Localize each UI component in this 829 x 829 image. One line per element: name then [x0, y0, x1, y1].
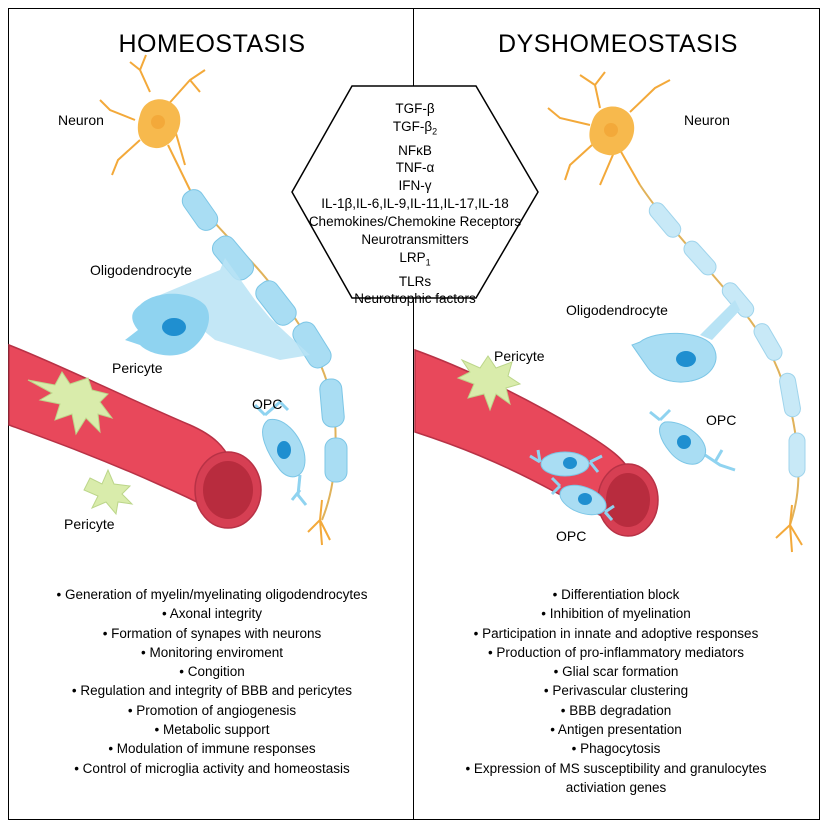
- opc-left: [253, 399, 308, 506]
- axon-terminal-right: [775, 504, 803, 553]
- factor-neurotransmitters: Neurotransmitters: [361, 232, 469, 248]
- dyshomeostasis-functions: • Differentiation block • Inhibition of …: [418, 585, 814, 797]
- factor-tnf: TNF-α: [395, 160, 435, 176]
- factor-tgf-beta2: TGF-β2: [392, 118, 438, 137]
- label-opc-right-upper: OPC: [706, 412, 737, 428]
- dyshomeostasis-item: • Perivascular clustering: [543, 683, 689, 699]
- neuron-left: [99, 54, 206, 191]
- pericyte-left-top: [27, 371, 114, 436]
- homeostasis-item: • Generation of myelin/myelinating oligo…: [56, 587, 368, 602]
- homeostasis-item: • Congition: [179, 664, 245, 680]
- dyshomeostasis-item: • Expression of MS susceptibility and gr…: [465, 760, 767, 795]
- factor-nfkb: NFκB: [398, 142, 432, 158]
- neuron-left-nucleus: [151, 115, 165, 129]
- dyshomeostasis-item: • Differentiation block: [552, 587, 680, 602]
- myelin-left: [181, 189, 348, 483]
- homeostasis-item: • Axonal integrity: [161, 606, 263, 622]
- dyshomeostasis-item: • Antigen presentation: [550, 722, 682, 738]
- dyshomeostasis-item: • BBB degradation: [560, 702, 672, 718]
- oligodendrocyte-right: [631, 300, 740, 383]
- homeostasis-item: • Promotion of angiogenesis: [127, 702, 297, 718]
- label-neuron-left: Neuron: [58, 112, 104, 128]
- neuron-right-nucleus: [604, 123, 618, 137]
- cytokine-hexagon: [291, 85, 539, 299]
- label-oligodendrocyte-left: Oligodendrocyte: [90, 262, 192, 278]
- label-pericyte-left-bottom: Pericyte: [64, 516, 115, 532]
- homeostasis-item: • Control of microglia activity and home…: [74, 760, 350, 776]
- label-pericyte-left-top: Pericyte: [112, 360, 163, 376]
- label-pericyte-right: Pericyte: [494, 348, 545, 364]
- neuron-right: [547, 71, 671, 186]
- pericyte-left-bottom: [83, 468, 134, 516]
- factor-interleukins: IL-1β,IL-6,IL-9,IL-11,IL-17,IL-18: [321, 196, 509, 212]
- homeostasis-item: • Modulation of immune responses: [108, 741, 316, 757]
- label-neuron-right: Neuron: [684, 112, 730, 128]
- label-opc-left: OPC: [252, 396, 283, 412]
- opc-cluster-right: [529, 449, 615, 521]
- homeostasis-functions: • Generation of myelin/myelinating oligo…: [14, 585, 410, 778]
- homeostasis-item: • Metabolic support: [154, 722, 270, 738]
- panel-divider: [413, 8, 414, 820]
- factor-chemokines: Chemokines/Chemokine Receptors: [308, 214, 522, 230]
- myelin-right: [648, 202, 806, 478]
- dyshomeostasis-item: • Phagocytosis: [571, 741, 661, 757]
- homeostasis-item: • Regulation and integrity of BBB and pe…: [71, 683, 353, 699]
- dyshomeostasis-item: • Participation in innate and adoptive r…: [473, 625, 759, 641]
- homeostasis-title: HOMEOSTASIS: [118, 30, 306, 58]
- label-oligodendrocyte-right: Oligodendrocyte: [566, 302, 668, 318]
- factor-tgf-beta: TGF-β: [395, 101, 435, 116]
- factor-tlrs: TLRs: [398, 273, 432, 289]
- cytokine-list: TGF-β TGF-β2 NFκB TNF-α IFN-γ IL-1β,IL-6…: [292, 100, 538, 308]
- dyshomeostasis-title: DYSHOMEOSTASIS: [498, 30, 738, 58]
- opc-right: [649, 408, 736, 472]
- factor-ifn: IFN-γ: [398, 178, 432, 194]
- label-opc-right-lower: OPC: [556, 528, 587, 544]
- homeostasis-item: • Monitoring enviroment: [140, 644, 284, 660]
- dyshomeostasis-item: • Inhibition of myelination: [541, 606, 691, 622]
- factor-neurotrophic: Neurotrophic factors: [354, 291, 476, 307]
- factor-lrp: LRP1: [399, 249, 431, 268]
- dyshomeostasis-item: • Production of pro-inflammatory mediato…: [487, 644, 745, 660]
- pericyte-right: [456, 355, 522, 412]
- homeostasis-item: • Formation of synapes with neurons: [102, 625, 322, 641]
- axon-terminal-left: [307, 499, 331, 546]
- blood-vessel-right: [414, 348, 659, 537]
- dyshomeostasis-item: • Glial scar formation: [553, 664, 679, 680]
- oligodendrocyte-left: [125, 258, 310, 360]
